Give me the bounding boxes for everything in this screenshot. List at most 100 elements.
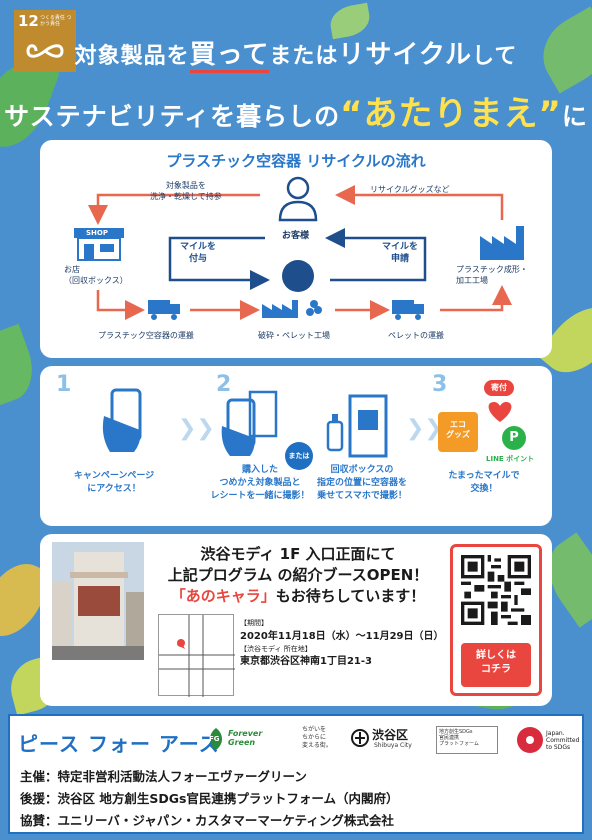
heart-hand-icon [488,402,512,422]
step-text: たまったマイルで 交換！ [448,471,520,495]
logo-row: ピース フォー アース FG Forever Green ちがいを ちからに 変… [10,720,586,760]
forever-green-mark: FG [209,735,220,743]
flow-transport-label: プラスチック空容器の運搬 [98,331,194,340]
headline-text: して [472,44,518,69]
japan-committed-text: Japan. Committed to SDGs [546,730,580,752]
flow-crush-label: 破砕・ペレット工場 [258,331,330,340]
flow-customer-label: お客様 [282,231,310,241]
headline-text: または [269,44,339,69]
sakura-emblem-icon [517,727,543,753]
truck-icon [148,300,180,320]
booth-title-line-2: 上記プログラム の紹介ブースOPEN！ [167,566,429,584]
japan-sdgs-logo: Japan. Committed to SDGs [516,724,580,758]
headline-text: 対象製品を [74,44,190,69]
donation-badge: 寄付 [484,380,514,396]
headline-text: に [561,102,588,131]
credit-sponsor: 主催：特定非営利活動法人フォーエヴァーグリーン [20,769,307,784]
footer-panel: ピース フォー アース FG Forever Green ちがいを ちからに 変… [8,714,584,834]
center-circle-icon [282,260,314,292]
flow-arrow-pellet-to-factory [440,285,512,312]
phone-receipt-icon [221,390,278,456]
forever-green-logo: FG Forever Green [206,726,298,754]
credit-support: 後援：渋谷区 地方創生SDGs官民連携プラットフォーム（内閣府） [20,791,399,806]
line-point-label: LINE ポイント [486,455,535,463]
or-badge: または [285,442,313,470]
step-number: 1 [56,372,72,397]
qr-section[interactable]: 詳しくは コチラ [450,544,542,696]
step-text: キャンペーンページ にアクセス！ [73,471,155,495]
headline-emphasis-recycle: リサイクル [338,40,473,70]
leaf-decoration [0,323,43,407]
forever-green-mark-icon [210,728,222,750]
flow-arrow-shop-to-transport [96,290,145,320]
flow-factory-label: プラスチック成形・ 加工工場 [456,265,528,286]
sdgs-platform-logo: 地方創生SDGs 官民連携 プラットフォーム [436,726,498,754]
details-button[interactable]: 詳しくは コチラ [461,643,531,687]
headline-emphasis-atarimae: “あたりまえ” [340,94,562,134]
map-illustration [159,615,235,697]
collection-box-icon [326,394,388,458]
step-text: 購入した つめかえ対象製品と レシートを一緒に撮影！ [210,465,310,502]
truck-icon [392,300,424,320]
booth-title-text: もお待ちしています！ [275,587,426,605]
credit-cooperate: 協賛：ユニリーバ・ジャパン・カスタマーマーケティング株式会社 [20,813,394,828]
headline-line-1: 対象製品を買ってまたはリサイクルして [0,34,592,73]
forever-green-text: Forever Green [228,729,263,747]
factory-icon [480,226,524,260]
mile-apply-label: マイルを 申請 [382,242,419,264]
address-label: 【渋谷モディ 所在地】 [240,644,312,653]
flow-bring-label: 対象製品を 洗浄・乾燥して持参 [150,181,222,202]
step-number: 3 [432,372,448,397]
shibuya-slogan: ちがいを ちからに 変える街。 [302,726,332,749]
mile-arrow-apply [325,228,427,282]
chevron-right-icon: ❯❯ [406,416,443,441]
booth-title-line-3: 「あのキャラ」もお待ちしています！ [158,586,438,607]
mile-give-label: マイルを 付与 [180,242,217,264]
headline-emphasis-buy: 買って [189,40,270,73]
customer-icon [278,176,318,222]
sdg-number: 12 [18,12,39,30]
headline-line-2: サステナビリティを暮らしの“あたりまえ”に [0,86,592,135]
chevron-right-icon: ❯❯ [178,416,215,441]
location-map [158,614,235,697]
location-pin-icon [177,639,185,647]
peace-for-earth-logo: ピース フォー アース [18,732,220,756]
booth-panel: 渋谷モディ 1F 入口正面にて 上記プログラム の紹介ブースOPEN！ 「あのキ… [40,534,552,706]
flow-diagram [74,176,524,320]
character-callout: 「あのキャラ」 [170,587,276,605]
flow-arrow-factory-to-customer [335,185,504,220]
line-point-icon: P [502,426,526,450]
step-number: 2 [216,372,232,397]
shibuya-modi-building-photo [52,542,144,660]
flow-shop-label: お店 （回収ボックス） [64,265,128,286]
smartphone-hand-icon [102,388,142,452]
flow-title: プラスチック空容器 リサイクルの流れ [166,152,426,170]
step-text: 回収ボックスの 指定の位置に空容器を 乗せてスマホで撮影！ [316,465,407,502]
flow-goods-label: リサイクルグッズなど [370,185,450,194]
address-text: 東京都渋谷区神南1丁目21-3 [240,656,372,667]
sdg-goal-text: つくる責任 つかう責任 [40,15,72,27]
sdg-12-badge: 12 つくる責任 つかう責任 [14,10,76,72]
booth-title: 渋谷モディ 1F 入口正面にて 上記プログラム の紹介ブースOPEN！ 「あのキ… [158,544,438,607]
eco-goods-tag: エコ グッズ [438,412,478,452]
shibuya-emblem-icon [351,729,369,747]
shibuya-city-text: Shibuya City [374,742,412,749]
period-dates: 2020年11月18日（水）～11月29日（日） [240,630,444,642]
shop-icon [74,228,124,261]
shibuya-ku-text: 渋谷区 [372,728,409,742]
booth-title-line-1: 渋谷モディ 1F 入口正面にて [200,545,396,563]
steps-panel: 1 キャンペーンページ にアクセス！ ❯❯ 2 購入した つめかえ対象製品と レ… [40,366,552,526]
period-label: 【期間】 [240,619,268,627]
qr-code-icon[interactable] [461,555,531,625]
shibuya-city-logo: 渋谷区 Shibuya City [350,726,426,754]
flow-shop-sign: SHOP [86,229,108,237]
flow-arrow-customer-to-shop [88,193,260,225]
recycle-flow-panel: プラスチック空容器 リサイクルの流れ [40,140,552,358]
flow-pellet-label: ペレットの運搬 [388,331,444,340]
infinity-icon [26,44,64,58]
event-info: 【期間】 2020年11月18日（水）～11月29日（日） 【渋谷モディ 所在地… [240,618,444,669]
crush-factory-icon [262,300,322,318]
mile-arrow-give [168,236,270,290]
headline-text: サステナビリティを暮らしの [4,102,341,131]
building-illustration [52,542,144,660]
